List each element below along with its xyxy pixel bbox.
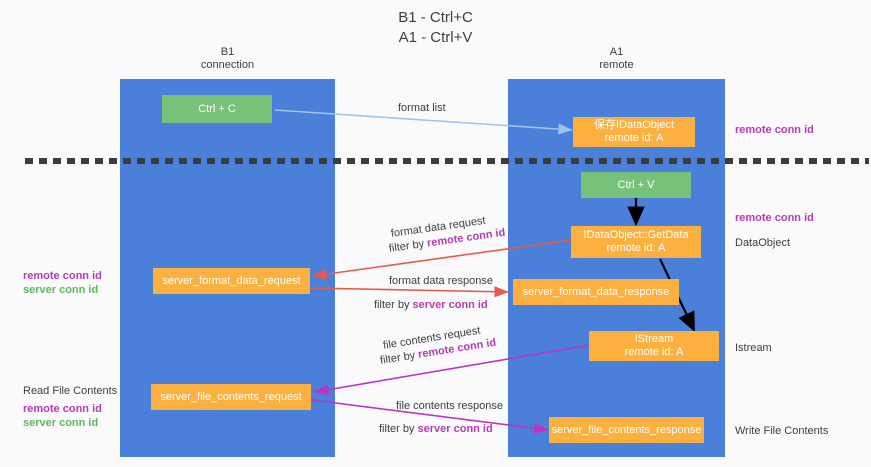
label-format-data-response: format data response bbox=[389, 275, 493, 287]
box-server-format-data-request-label: server_format_data_request bbox=[162, 274, 301, 287]
box-server-file-contents-request[interactable]: server_file_contents_request bbox=[151, 384, 311, 410]
left-label-server-conn-id-2: server conn id bbox=[23, 417, 99, 429]
right-label-write-file-contents: Write File Contents bbox=[735, 425, 829, 437]
filter-key-server-conn-id-1: server conn id bbox=[412, 299, 488, 311]
box-istream-line1: IStream bbox=[634, 333, 674, 345]
box-idataobject-getdata-line1: IDataObject::GetData bbox=[583, 229, 689, 241]
filter-by-text-4: filter by bbox=[379, 423, 418, 435]
left-label-server-conn-id-1: server conn id bbox=[23, 284, 99, 296]
title-line-2: A1 - Ctrl+V bbox=[398, 29, 473, 46]
box-idataobject-getdata[interactable]: IDataObject::GetData remote id: A bbox=[571, 226, 701, 258]
column-header-b1-name: B1 bbox=[220, 46, 235, 58]
box-ctrl-v-label: Ctrl + V bbox=[617, 178, 655, 191]
right-label-remote-conn-id-1: remote conn id bbox=[735, 124, 814, 136]
filter-by-text-2: filter by bbox=[374, 299, 413, 311]
column-header-a1-sub: remote bbox=[599, 59, 634, 71]
right-label-istream: Istream bbox=[735, 342, 772, 354]
arrow-format-list bbox=[274, 109, 573, 135]
arrow-format-data-response bbox=[309, 286, 509, 298]
box-server-file-contents-response[interactable]: server_file_contents_response bbox=[549, 417, 704, 443]
box-idataobject-getdata-line2: remote id: A bbox=[606, 242, 666, 254]
column-header-a1-name: A1 bbox=[609, 46, 624, 58]
right-label-dataobject: DataObject bbox=[735, 237, 791, 249]
diagram-title: B1 - Ctrl+C A1 - Ctrl+V bbox=[0, 8, 871, 48]
filter-key-server-conn-id-2: server conn id bbox=[417, 423, 493, 435]
arrow-format-data-request bbox=[312, 239, 572, 280]
box-server-file-contents-request-label: server_file_contents_request bbox=[160, 390, 302, 403]
box-server-format-data-request[interactable]: server_format_data_request bbox=[153, 268, 310, 294]
box-save-idataobject-line1: 保存IDataObject bbox=[593, 119, 675, 131]
box-save-idataobject-line2: remote id: A bbox=[604, 132, 664, 144]
label-file-contents-response-filter: filter by server conn id bbox=[379, 422, 493, 436]
column-header-b1-sub: connection bbox=[200, 59, 255, 71]
box-server-file-contents-response-label: server_file_contents_response bbox=[551, 423, 702, 436]
box-ctrl-v[interactable]: Ctrl + V bbox=[581, 172, 691, 198]
column-header-a1: A1 remote bbox=[508, 46, 725, 72]
column-header-b1: B1 connection bbox=[120, 46, 335, 72]
label-format-data-response-filter: filter by server conn id bbox=[374, 298, 488, 312]
title-line-1: B1 - Ctrl+C bbox=[398, 9, 473, 26]
left-label-read-file-contents: Read File Contents bbox=[23, 385, 118, 397]
right-label-remote-conn-id-2: remote conn id bbox=[735, 212, 814, 224]
label-file-contents-response: file contents response bbox=[396, 400, 504, 412]
left-label-remote-conn-id-1: remote conn id bbox=[23, 270, 102, 282]
box-istream[interactable]: IStream remote id: A bbox=[589, 331, 719, 361]
box-save-idataobject[interactable]: 保存IDataObject remote id: A bbox=[573, 117, 695, 147]
box-istream-line2: remote id: A bbox=[624, 346, 684, 358]
left-label-remote-conn-id-2: remote conn id bbox=[23, 403, 102, 415]
box-ctrl-c[interactable]: Ctrl + C bbox=[162, 95, 272, 123]
arrow-file-contents-request bbox=[314, 344, 591, 396]
label-format-list: format list bbox=[398, 102, 446, 114]
box-ctrl-c-label: Ctrl + C bbox=[198, 102, 236, 115]
arrow-file-contents-response bbox=[311, 399, 549, 434]
box-server-format-data-response-label: server_format_data_response bbox=[522, 285, 670, 298]
box-server-format-data-response[interactable]: server_format_data_response bbox=[513, 279, 679, 305]
